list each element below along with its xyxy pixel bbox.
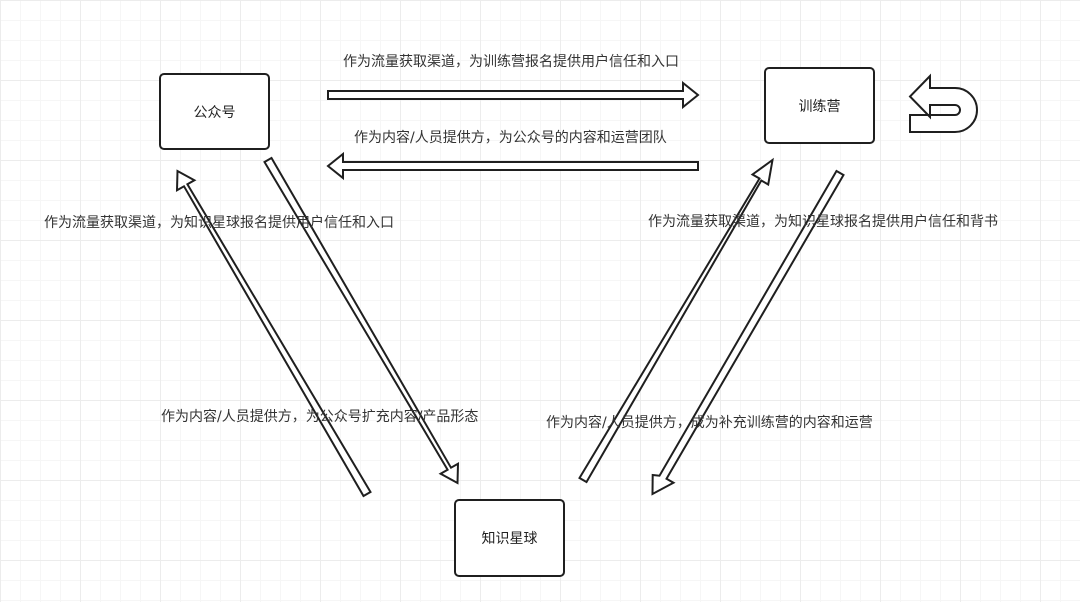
arrow-gzh-to-xly <box>327 80 700 110</box>
edge-label-xly-to-gzh: 作为内容/人员提供方，为公众号的内容和运营团队 <box>354 130 667 146</box>
node-gongzhonghao: 公众号 <box>159 73 270 150</box>
arrow-zsxq-to-xly <box>578 157 774 484</box>
edge-label-gzh-to-xly: 作为流量获取渠道，为训练营报名提供用户信任和入口 <box>343 54 679 70</box>
arrow-zsxq-to-gzh <box>175 169 372 498</box>
arrow-gzh-to-zsxq-shaft <box>263 156 460 485</box>
edge-label-zsxq-to-xly: 作为内容/人员提供方，成为补充训练营的内容和运营 <box>546 415 873 431</box>
node-zhishixingqiu-label: 知识星球 <box>481 531 538 547</box>
arrow-xly-to-zsxq-shaft <box>651 169 845 496</box>
edge-label-xly-to-zsxq: 作为流量获取渠道，为知识星球报名提供用户信任和背书 <box>648 214 998 230</box>
node-xunlianying: 训练营 <box>764 67 875 144</box>
edge-label-zsxq-to-gzh: 作为内容/人员提供方，为公众号扩充内容/产品形态 <box>161 409 479 425</box>
edge-label-gzh-to-zsxq: 作为流量获取渠道，为知识星球报名提供用户信任和入口 <box>44 215 394 231</box>
node-xunlianying-label: 训练营 <box>798 98 841 115</box>
loop-arrow-icon <box>908 73 978 133</box>
node-zhishixingqiu: 知识星球 <box>454 499 565 577</box>
node-gongzhonghao-label: 公众号 <box>193 104 236 121</box>
arrow-xly-to-gzh <box>326 151 699 181</box>
